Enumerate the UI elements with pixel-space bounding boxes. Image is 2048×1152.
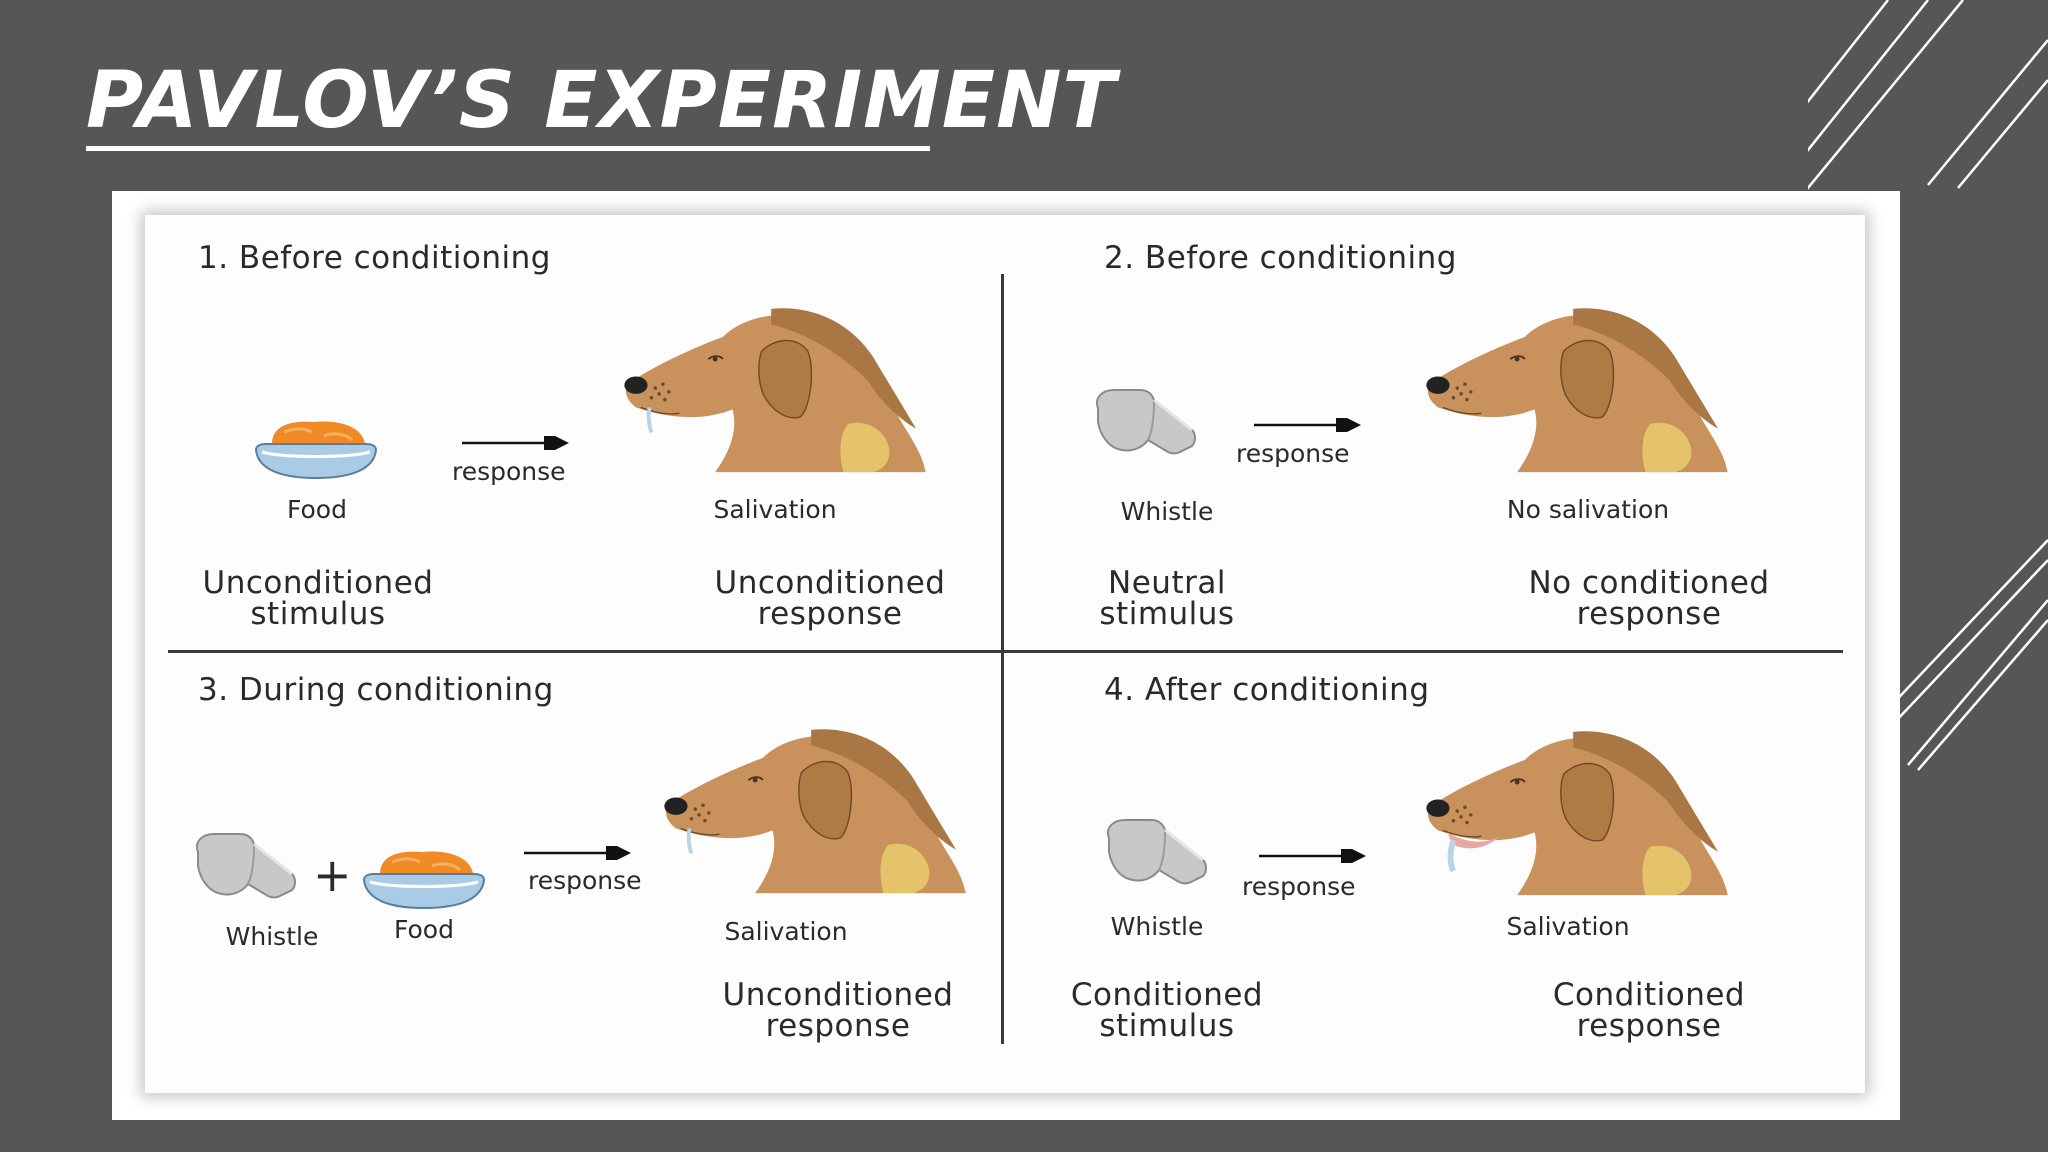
whistle-icon: [1095, 388, 1197, 455]
panel-3-arrow-label: response: [528, 866, 642, 895]
panel-4-arrow-label: response: [1242, 872, 1356, 901]
panel-1-item-food: Food: [287, 495, 347, 524]
panel-2-result: No salivation: [1506, 495, 1670, 524]
panel-4-heading: 4. After conditioning: [1104, 672, 1430, 708]
dog-head-icon: [663, 728, 967, 895]
panel-1-heading: 1. Before conditioning: [198, 240, 551, 276]
panel-1-result: Salivation: [713, 495, 837, 524]
dog-head-icon: [1425, 730, 1729, 897]
whistle-icon: [1106, 818, 1208, 885]
panel-3-result: Salivation: [724, 917, 848, 946]
arrow: [462, 436, 569, 450]
food-bowl-icon: [362, 850, 486, 910]
drool-icon: [686, 828, 694, 855]
food-bowl-icon: [254, 420, 378, 480]
tongue-icon: [1447, 832, 1500, 849]
panel-4-item-whistle: Whistle: [1110, 912, 1204, 941]
arrow: [1259, 849, 1366, 863]
horizontal-divider: [168, 650, 1843, 653]
plus-sign: +: [313, 848, 352, 902]
dog-head-icon: [1425, 307, 1729, 474]
panel-3-item-whistle: Whistle: [225, 922, 319, 951]
dog-head-icon: [623, 307, 927, 474]
panel-3-item-food: Food: [394, 915, 454, 944]
whistle-icon: [195, 832, 297, 899]
panel-3-heading: 3. During conditioning: [198, 672, 554, 708]
panel-2-arrow-label: response: [1236, 439, 1350, 468]
vertical-divider: [1001, 274, 1004, 1044]
arrow: [524, 846, 631, 860]
slide-title: PAVLOV’S EXPERIMENT: [86, 56, 1117, 146]
panel-2-item-whistle: Whistle: [1120, 497, 1214, 526]
arrow: [1254, 418, 1361, 432]
panel-4-result: Salivation: [1506, 912, 1630, 941]
title-underline: [86, 146, 930, 151]
panel-1-arrow-label: response: [452, 457, 566, 486]
drool-icon: [1447, 839, 1457, 873]
panel-2-heading: 2. Before conditioning: [1104, 240, 1457, 276]
drool-icon: [646, 407, 654, 434]
